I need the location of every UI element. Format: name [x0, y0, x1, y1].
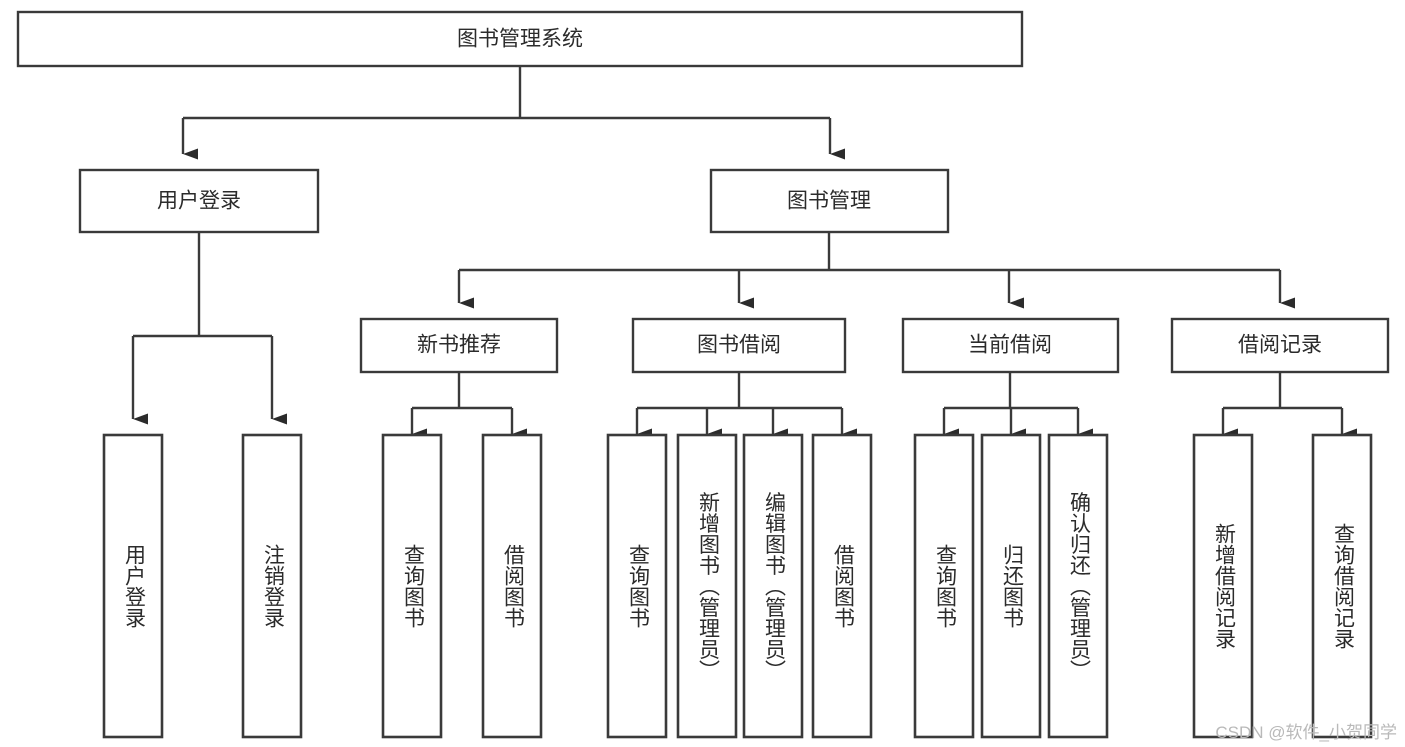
leaf-query-borrow-record-box	[1311, 433, 1373, 739]
node-book-borrow[interactable]: 图书借阅	[631, 317, 847, 374]
node-leaf-add-borrow-record[interactable]: 新增借阅记录	[1192, 433, 1254, 739]
leaf-edit-book-admin-label: 编辑图书（管理员）	[762, 492, 786, 681]
node-borrow-record[interactable]: 借阅记录	[1170, 317, 1390, 374]
node-leaf-user-login[interactable]: 用户登录	[102, 433, 164, 739]
user-login-box	[78, 168, 320, 234]
leaf-add-book-admin-box	[676, 433, 738, 739]
leaf-borrow-book-1-box	[481, 433, 543, 739]
new-book-recommend-box	[359, 317, 559, 374]
node-leaf-query-book-3[interactable]: 查询图书	[913, 433, 975, 739]
leaf-confirm-return-admin-label: 确认归还（管理员）	[1067, 492, 1091, 681]
leaf-query-book-2-label: 查询图书	[626, 544, 650, 628]
node-user-login[interactable]: 用户登录	[78, 168, 320, 234]
leaf-add-book-admin-label: 新增图书（管理员）	[696, 492, 720, 681]
node-leaf-confirm-return-admin[interactable]: 确认归还（管理员）	[1047, 433, 1109, 739]
connector-root-to-level2	[181, 66, 845, 160]
leaf-confirm-return-admin-box	[1047, 433, 1109, 739]
connector-borrow-record-to-children	[1221, 372, 1357, 440]
node-book-management[interactable]: 图书管理	[709, 168, 950, 234]
leaf-query-book-3-label: 查询图书	[933, 544, 957, 628]
borrow-record-label: 借阅记录	[1238, 334, 1322, 357]
node-leaf-add-book-admin[interactable]: 新增图书（管理员）	[676, 433, 738, 739]
user-login-label: 用户登录	[157, 190, 241, 213]
connector-book-borrow-to-children	[635, 372, 857, 440]
leaf-add-borrow-record-label: 新增借阅记录	[1212, 523, 1236, 649]
leaf-logout-login-label: 注销登录	[261, 544, 285, 628]
node-leaf-return-book[interactable]: 归还图书	[980, 433, 1042, 739]
new-book-recommend-label: 新书推荐	[417, 334, 501, 357]
leaf-borrow-book-2-label: 借阅图书	[831, 544, 855, 628]
node-new-book-recommend[interactable]: 新书推荐	[359, 317, 559, 374]
leaf-query-book-1-label: 查询图书	[401, 544, 425, 628]
root-label: 图书管理系统	[457, 28, 583, 51]
leaf-add-borrow-record-box	[1192, 433, 1254, 739]
connector-new-book-recommend-to-children	[410, 372, 527, 440]
connector-book-management-to-children	[457, 232, 1295, 309]
node-leaf-edit-book-admin[interactable]: 编辑图书（管理员）	[742, 433, 804, 739]
connector-current-borrow-to-children	[942, 372, 1093, 440]
current-borrow-box	[901, 317, 1120, 374]
leaf-edit-book-admin-box	[742, 433, 804, 739]
node-leaf-borrow-book-1[interactable]: 借阅图书	[481, 433, 543, 739]
leaf-query-book-3-box	[913, 433, 975, 739]
leaf-query-borrow-record-label: 查询借阅记录	[1331, 523, 1355, 649]
node-current-borrow[interactable]: 当前借阅	[901, 317, 1120, 374]
leaf-borrow-book-2-box	[811, 433, 873, 739]
leaf-borrow-book-1-label: 借阅图书	[501, 544, 525, 628]
leaf-logout-login-box	[241, 433, 303, 739]
current-borrow-label: 当前借阅	[968, 334, 1052, 357]
leaf-return-book-label: 归还图书	[1000, 544, 1024, 628]
node-leaf-borrow-book-2[interactable]: 借阅图书	[811, 433, 873, 739]
connector-user-login-to-children	[131, 232, 287, 425]
root-box	[16, 10, 1024, 68]
leaf-return-book-box	[980, 433, 1042, 739]
node-leaf-query-book-2[interactable]: 查询图书	[606, 433, 668, 739]
book-borrow-label: 图书借阅	[697, 334, 781, 357]
node-leaf-logout-login[interactable]: 注销登录	[241, 433, 303, 739]
node-book-management-system[interactable]: 图书管理系统	[16, 10, 1024, 68]
book-management-label: 图书管理	[787, 190, 871, 213]
leaf-query-book-2-box	[606, 433, 668, 739]
leaf-user-login-label: 用户登录	[122, 544, 146, 628]
node-leaf-query-borrow-record[interactable]: 查询借阅记录	[1311, 433, 1373, 739]
node-leaf-query-book-1[interactable]: 查询图书	[381, 433, 443, 739]
leaf-query-book-1-box	[381, 433, 443, 739]
leaf-user-login-box	[102, 433, 164, 739]
